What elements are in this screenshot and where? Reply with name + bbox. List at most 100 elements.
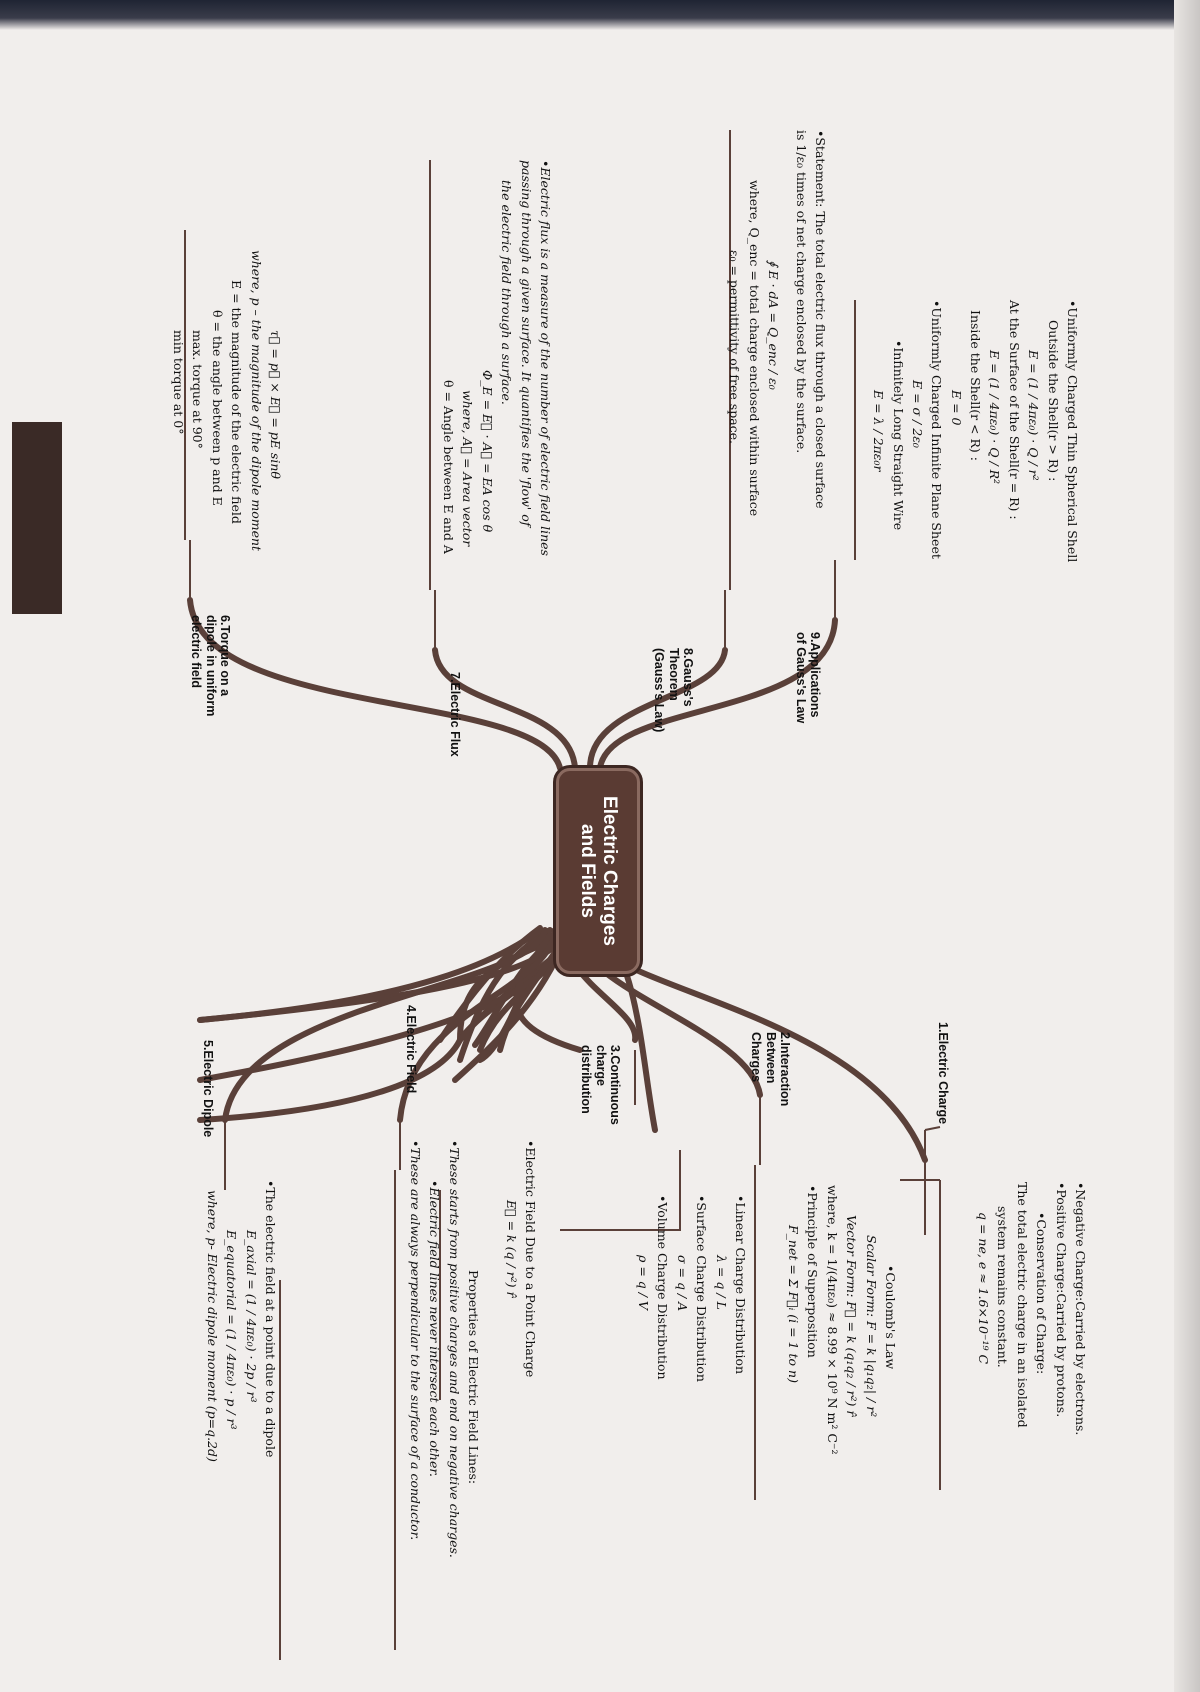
field-lines-property-3: •These are always perpendicular to the s… <box>408 1140 424 1541</box>
branch-6-line-2: dipole in uniform <box>203 615 218 717</box>
positive-charge-text: •Positive Charge:Carried by protons. <box>1053 1182 1069 1418</box>
torque-min: min torque at 0° <box>171 330 187 435</box>
branch-9-applications: 9.Applications of Gauss's Law <box>793 632 822 723</box>
shell-inside-formula: E = 0 <box>948 390 964 426</box>
connector-b2 <box>452 937 568 1083</box>
branch-2-line-2: Between <box>763 1032 778 1084</box>
flux-formula: Φ_E = E⃗ · A⃗ = EA cos θ <box>479 370 495 533</box>
negative-charge-text: •Negative Charge:Carried by electrons. <box>1073 1182 1088 1436</box>
branch-9-line-2: of Gauss's Law <box>793 632 808 724</box>
interaction-notes: •Coulomb's Law Scalar Form: F = k |q₁q₂|… <box>784 1185 900 1455</box>
flux-where-2: θ = Angle between E and A <box>441 380 457 554</box>
branch-2-interaction: 2.Interaction Between Charges <box>749 1032 792 1106</box>
gauss-law-formula: ∮ E · dA = Q_enc / ε₀ <box>766 260 782 390</box>
branch-8-line-2: Theorem <box>666 648 681 701</box>
dipole-axial-formula: E_axial = (1 / 4πε₀) · 2p / r³ <box>243 1230 259 1403</box>
scanner-top-edge <box>0 0 1200 30</box>
continuous-charge-notes: •Linear Charge Distribution λ = q / L •S… <box>634 1195 750 1382</box>
branch-2-line-1: 2.Interaction <box>778 1032 792 1107</box>
branch-line-9 <box>597 617 838 771</box>
field-lines-property-1: •These starts from positive charges and … <box>446 1140 462 1558</box>
branch-3-continuous: 3.Continuous charge distribution <box>579 1045 622 1125</box>
plane-sheet-formula: E = σ / 2ε₀ <box>910 380 925 448</box>
coulomb-vector-form: Vector Form: F⃗ = k (q₁q₂ / r²) r̂ <box>844 1215 860 1417</box>
conservation-line-2: system remains constant. <box>995 1206 1011 1368</box>
connector-b1 <box>197 1037 463 1123</box>
branch-8-gauss: 8.Gauss's Theorem (Gauss's Law) <box>652 648 695 732</box>
branch-line-7 <box>432 647 578 771</box>
torque-notes: τ⃗ = p⃗ × E⃗ = pE sinθ where, p – the ma… <box>169 250 285 551</box>
conservation-line-1: The total electric charge in an isolated <box>1014 1182 1030 1428</box>
branch-3-line-2: charge <box>593 1045 608 1086</box>
torque-where-1: where, p – the magnitude of the dipole m… <box>248 250 264 552</box>
rule-b3 <box>560 1150 681 1231</box>
superposition-title: •Principle of Superposition <box>805 1185 821 1358</box>
shell-surface-label: At the Surface of the Shell(r = R) : <box>1006 300 1022 520</box>
torque-where-2: E = the magnitude of the electric field <box>229 280 245 524</box>
dipole-moment-definition: where, p- Electric dipole moment (p=q.2d… <box>204 1190 220 1462</box>
shell-surface-formula: E = (1 / 4πε₀) · Q / R² <box>987 350 1003 485</box>
field-lines-properties-title: Properties of Electric Field Lines: <box>466 1270 482 1485</box>
quantization-formula: q = ne, e ≈ 1.6×10⁻¹⁹ C <box>976 1212 992 1365</box>
electric-field-notes: •Electric Field Due to a Point Charge E⃗… <box>406 1140 540 1558</box>
surface-charge-formula: σ = q / A <box>674 1255 690 1312</box>
coulomb-scalar-form: Scalar Form: F = k |q₁q₂| / r² <box>863 1235 879 1418</box>
flux-definition-2: passing through a given surface. It quan… <box>518 160 534 527</box>
gauss-where-2: ε₀ = permittivity of free space. <box>727 250 743 445</box>
superposition-formula: F_net = Σ F⃗ᵢ (i = 1 to n) <box>786 1225 802 1383</box>
linear-charge-title: •Linear Charge Distribution <box>733 1195 748 1375</box>
straight-wire-title: •Infinitely Long Straight Wire <box>890 340 906 531</box>
shell-inside-label: Inside the Shell(r < R) : <box>968 310 984 461</box>
branch-6-line-3: electric field <box>189 615 204 688</box>
scan-margin-patch <box>12 422 62 614</box>
branch-2-line-3: Charges <box>749 1032 764 1083</box>
branch-6-torque: 6.Torque on a dipole in uniform electric… <box>189 615 232 716</box>
rule-b1 <box>900 1179 941 1490</box>
gauss-statement-1: •Statement: The total electric flux thro… <box>813 130 828 509</box>
branch-1-electric-charge: 1.Electric Charge <box>936 1022 950 1125</box>
page-right-shadow <box>1174 0 1200 1692</box>
branch-line-4 <box>397 927 558 1123</box>
field-lines-property-2: •Electric field lines never intersect ea… <box>427 1180 443 1477</box>
torque-max: max. torque at 90° <box>190 330 206 449</box>
branch-7-electric-flux: 7.Electric Flux <box>448 672 462 757</box>
conservation-title: •Conservation of Charge: <box>1034 1212 1050 1375</box>
branch-6-line-1: 6.Torque on a <box>218 615 232 697</box>
branch-9-line-1: 9.Applications <box>808 632 822 718</box>
branch-3-line-3: distribution <box>579 1045 594 1114</box>
dipole-field-title: •The electric field at a point due to a … <box>263 1180 278 1458</box>
branch-5-electric-dipole: 5.Electric Dipole <box>201 1040 215 1138</box>
connector-b4 <box>513 932 583 1053</box>
flux-definition-3: the electric field through a surface. <box>499 180 515 405</box>
shell-outside-label: Outside the Shell(r > R) : <box>1045 320 1061 482</box>
torque-where-3: θ = the angle between p and E <box>209 310 225 506</box>
gauss-statement-2: is 1/ε₀ times of net charge enclosed by … <box>793 130 809 454</box>
shell-title: •Uniformly Charged Thin Spherical Shell <box>1065 300 1080 563</box>
point-charge-field-formula: E⃗ = k (q / r²) r̂ <box>503 1200 519 1298</box>
electric-dipole-notes: •The electric field at a point due to a … <box>203 1180 281 1462</box>
plane-sheet-title: •Uniformly Charged Infinite Plane Sheet <box>929 300 945 559</box>
gauss-applications-notes: •Uniformly Charged Thin Spherical Shell … <box>869 300 1082 562</box>
electric-charge-notes: •Negative Charge:Carried by electrons. •… <box>974 1182 1090 1435</box>
surface-charge-title: •Surface Charge Distribution <box>694 1195 710 1382</box>
coulomb-constant: where, k = 1/(4πε₀) ≈ 8.99 × 10⁹ N m² C⁻… <box>824 1185 840 1455</box>
point-charge-field-title: •Electric Field Due to a Point Charge <box>523 1140 538 1378</box>
volume-charge-title: •Volume Charge Distribution <box>655 1195 671 1380</box>
gauss-law-notes: •Statement: The total electric flux thro… <box>725 130 830 516</box>
branch-8-line-1: 8.Gauss's <box>681 648 695 707</box>
volume-charge-formula: ρ = q / V <box>636 1255 652 1310</box>
central-topic-line-2: and Fields <box>577 824 598 918</box>
branch-8-line-3: (Gauss's Law) <box>652 648 667 733</box>
dipole-equatorial-formula: E_equatorial = (1 / 4πε₀) · p / r³ <box>224 1230 240 1430</box>
electric-flux-notes: •Electric flux is a measure of the numbe… <box>439 160 555 556</box>
linear-charge-formula: λ = q / L <box>713 1255 729 1310</box>
branch-line-6 <box>187 597 563 771</box>
torque-formula: τ⃗ = p⃗ × E⃗ = pE sinθ <box>268 330 283 479</box>
branch-line-5 <box>222 927 548 1123</box>
flux-where-1: where, A⃗ = Area vector <box>460 390 476 547</box>
branch-4-electric-field: 4.Electric Field <box>404 1005 418 1094</box>
branch-line-8 <box>587 647 728 771</box>
shell-outside-formula: E = (1 / 4πε₀) · Q / r² <box>1026 350 1042 481</box>
